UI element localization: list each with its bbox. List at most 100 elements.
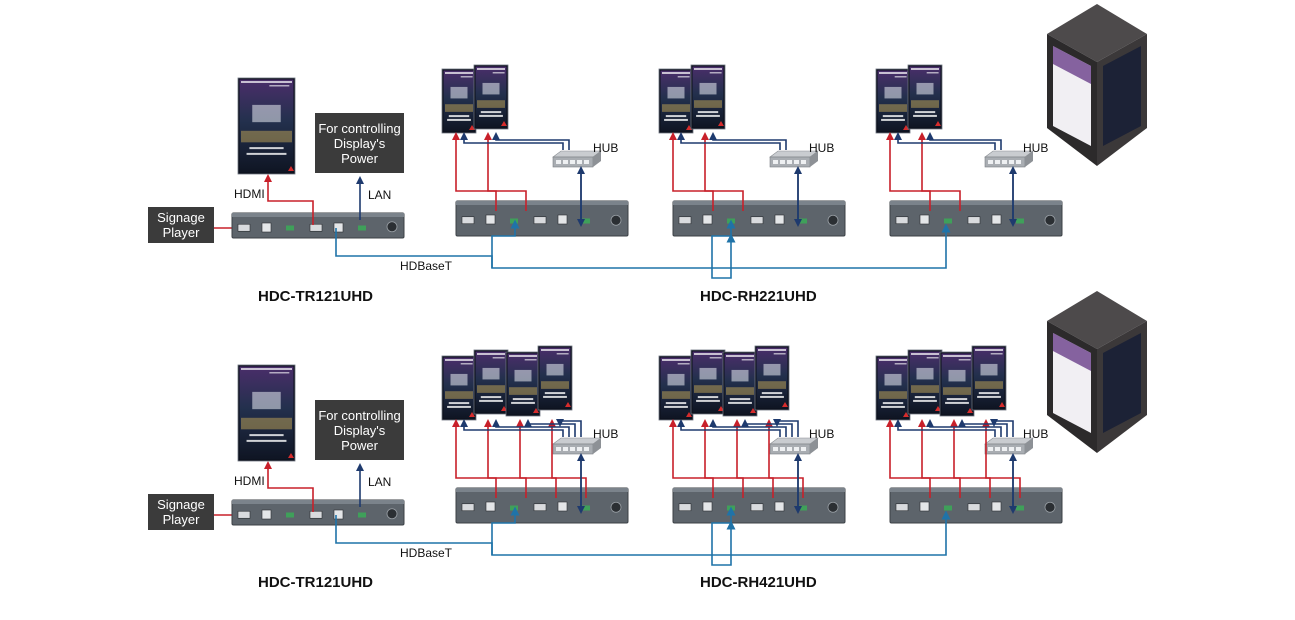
- hub-port: [780, 160, 785, 164]
- display-caption: [913, 399, 937, 402]
- receiver-device: [889, 487, 1063, 524]
- display-lights: [726, 387, 754, 395]
- hub-port: [988, 160, 993, 164]
- display-logo: [750, 408, 756, 413]
- receiver-display: [690, 349, 726, 415]
- display-caption: [760, 395, 784, 398]
- display-lights: [509, 387, 537, 395]
- display-logo: [501, 121, 507, 126]
- hdmi-display-cable: [452, 132, 497, 211]
- device-power-jack: [1044, 214, 1056, 226]
- device-lan-port: [774, 214, 785, 225]
- lan-display-cable: [677, 132, 781, 150]
- hub-port: [995, 160, 1000, 164]
- display-caption: [511, 401, 535, 404]
- device-power-jack: [827, 501, 839, 513]
- hub-port: [1016, 160, 1021, 164]
- display-text-line: [926, 72, 939, 74]
- receiver-device: [455, 487, 629, 524]
- display-caption: [697, 111, 719, 114]
- device-power-jack: [1044, 501, 1056, 513]
- device-port: [750, 216, 764, 225]
- display-image: [475, 66, 507, 128]
- display-lights: [241, 130, 292, 143]
- display-lights: [541, 381, 569, 389]
- device-port: [461, 216, 475, 225]
- network-hub: [984, 150, 1034, 168]
- display-highlight: [699, 367, 717, 380]
- hub-port: [780, 447, 785, 451]
- display-text-line: [492, 72, 505, 74]
- receiver-device: [672, 200, 846, 237]
- display-text-line: [975, 349, 1003, 351]
- lan-display-cable: [926, 419, 1002, 437]
- hdmi-display-cable: [669, 419, 714, 498]
- display-lights: [879, 104, 907, 112]
- display-highlight: [948, 369, 966, 382]
- display-text-line: [741, 359, 754, 361]
- display-text-line: [445, 359, 473, 361]
- display-lights: [477, 100, 505, 108]
- display-caption: [664, 405, 688, 408]
- display-text-line: [709, 357, 722, 359]
- display-text-line: [911, 68, 939, 70]
- hub-port: [570, 160, 575, 164]
- display-text-line: [943, 355, 971, 357]
- display-lights: [911, 385, 939, 393]
- device-port: [237, 510, 251, 519]
- signage-kiosk: [1047, 291, 1147, 453]
- device-lan-port: [991, 214, 1002, 225]
- device-top-edge: [890, 201, 1062, 205]
- display-highlight: [667, 86, 685, 99]
- display-caption: [946, 398, 968, 401]
- display-logo: [935, 121, 941, 126]
- display-text-line: [879, 359, 907, 361]
- kiosk-screen-right: [1103, 46, 1141, 146]
- display-image: [660, 357, 692, 419]
- lan-display-cable: [773, 419, 799, 437]
- display-highlight: [252, 391, 281, 410]
- hub-port: [584, 447, 589, 451]
- device-port: [967, 503, 981, 512]
- display-lights: [758, 381, 786, 389]
- hub-port: [794, 160, 799, 164]
- display-caption: [977, 395, 1001, 398]
- device-terminal: [358, 512, 366, 518]
- device-terminal: [944, 218, 952, 224]
- hdbaset-cable: [711, 219, 736, 268]
- display-highlight: [252, 104, 281, 123]
- receiver-display: [441, 355, 477, 421]
- lan-display-cable: [492, 419, 570, 437]
- display-image: [973, 347, 1005, 409]
- hdmi-display-cable: [484, 132, 527, 211]
- display-logo: [903, 412, 909, 417]
- network-hub: [552, 437, 602, 455]
- display-caption: [479, 399, 503, 402]
- display-text-line: [477, 353, 505, 355]
- receiver-display: [907, 64, 943, 130]
- device-top-edge: [232, 213, 404, 217]
- hub-port: [556, 447, 561, 451]
- display-highlight: [546, 363, 564, 376]
- kiosk-screen-accent: [1053, 333, 1091, 371]
- hub-port: [577, 447, 582, 451]
- lan-display-cable: [556, 419, 582, 437]
- display-text-line: [492, 357, 505, 359]
- hub-side: [593, 151, 601, 167]
- display-image: [941, 353, 973, 415]
- display-image: [443, 70, 475, 132]
- display-text-line: [541, 349, 569, 351]
- display-caption: [882, 402, 904, 405]
- device-port: [678, 503, 692, 512]
- device-terminal: [510, 505, 518, 511]
- device-lan-port: [919, 214, 930, 225]
- display-highlight: [884, 373, 902, 386]
- display-image: [877, 357, 909, 419]
- display-caption: [696, 399, 720, 402]
- display-image: [877, 70, 909, 132]
- device-lan-port: [261, 509, 272, 520]
- lan-display-cable: [958, 419, 1008, 437]
- hdmi-display-cable: [886, 132, 931, 211]
- device-terminal: [799, 505, 807, 511]
- device-top-edge: [456, 201, 628, 205]
